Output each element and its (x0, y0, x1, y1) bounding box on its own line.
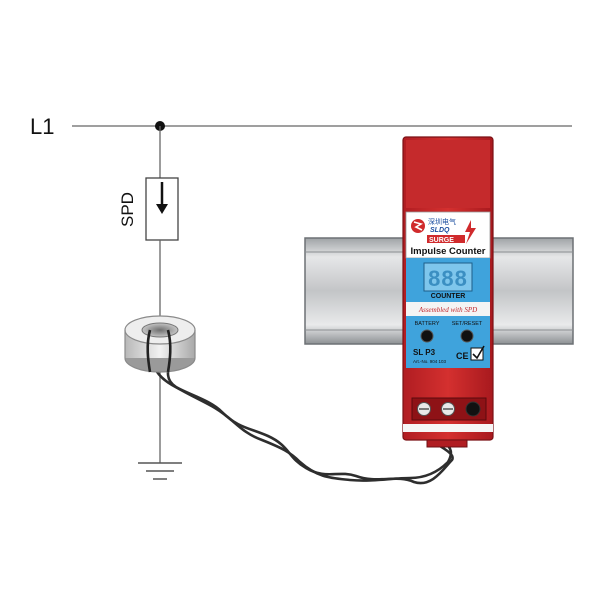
impulse-counter-module: 深圳电气 SLDQ SURGE Impulse Counter 888 COUN… (402, 136, 494, 448)
wire-loop-through-ring (146, 329, 172, 373)
brand-tag: SURGE (429, 237, 454, 244)
current-transformer-ring (124, 315, 196, 373)
brand-cn: 深圳电气 (428, 217, 456, 226)
battery-button[interactable] (420, 329, 434, 343)
module-bottom-stripe (403, 424, 493, 432)
check-box-icon (470, 347, 484, 361)
line-l1-label: L1 (30, 114, 54, 139)
spd-label: SPD (118, 192, 137, 227)
model-label: SL P3 (413, 348, 436, 357)
art-no: Art.-No. 904 103 (413, 359, 447, 364)
battery-label: BATTERY (415, 321, 440, 327)
terminal-screw-2 (441, 402, 455, 416)
ce-mark: CE (456, 351, 469, 361)
din-clip (426, 439, 468, 448)
spd-arrow-head (156, 204, 168, 214)
terminal-screw-1 (417, 402, 431, 416)
counter-label: COUNTER (431, 293, 466, 300)
twisted-wire-pair (146, 343, 454, 485)
lightning-icon (465, 220, 476, 244)
counter-display (423, 262, 473, 292)
ground-symbol (138, 462, 182, 480)
terminal-port (465, 401, 481, 417)
setreset-button[interactable] (460, 329, 474, 343)
counter-digits: 888 (428, 266, 468, 291)
setreset-label: SET/RESET (452, 321, 483, 327)
product-title: Impulse Counter (411, 246, 486, 257)
assembled-note: Assembled with SPD (418, 306, 477, 314)
brand-en: SLDQ (430, 227, 450, 234)
